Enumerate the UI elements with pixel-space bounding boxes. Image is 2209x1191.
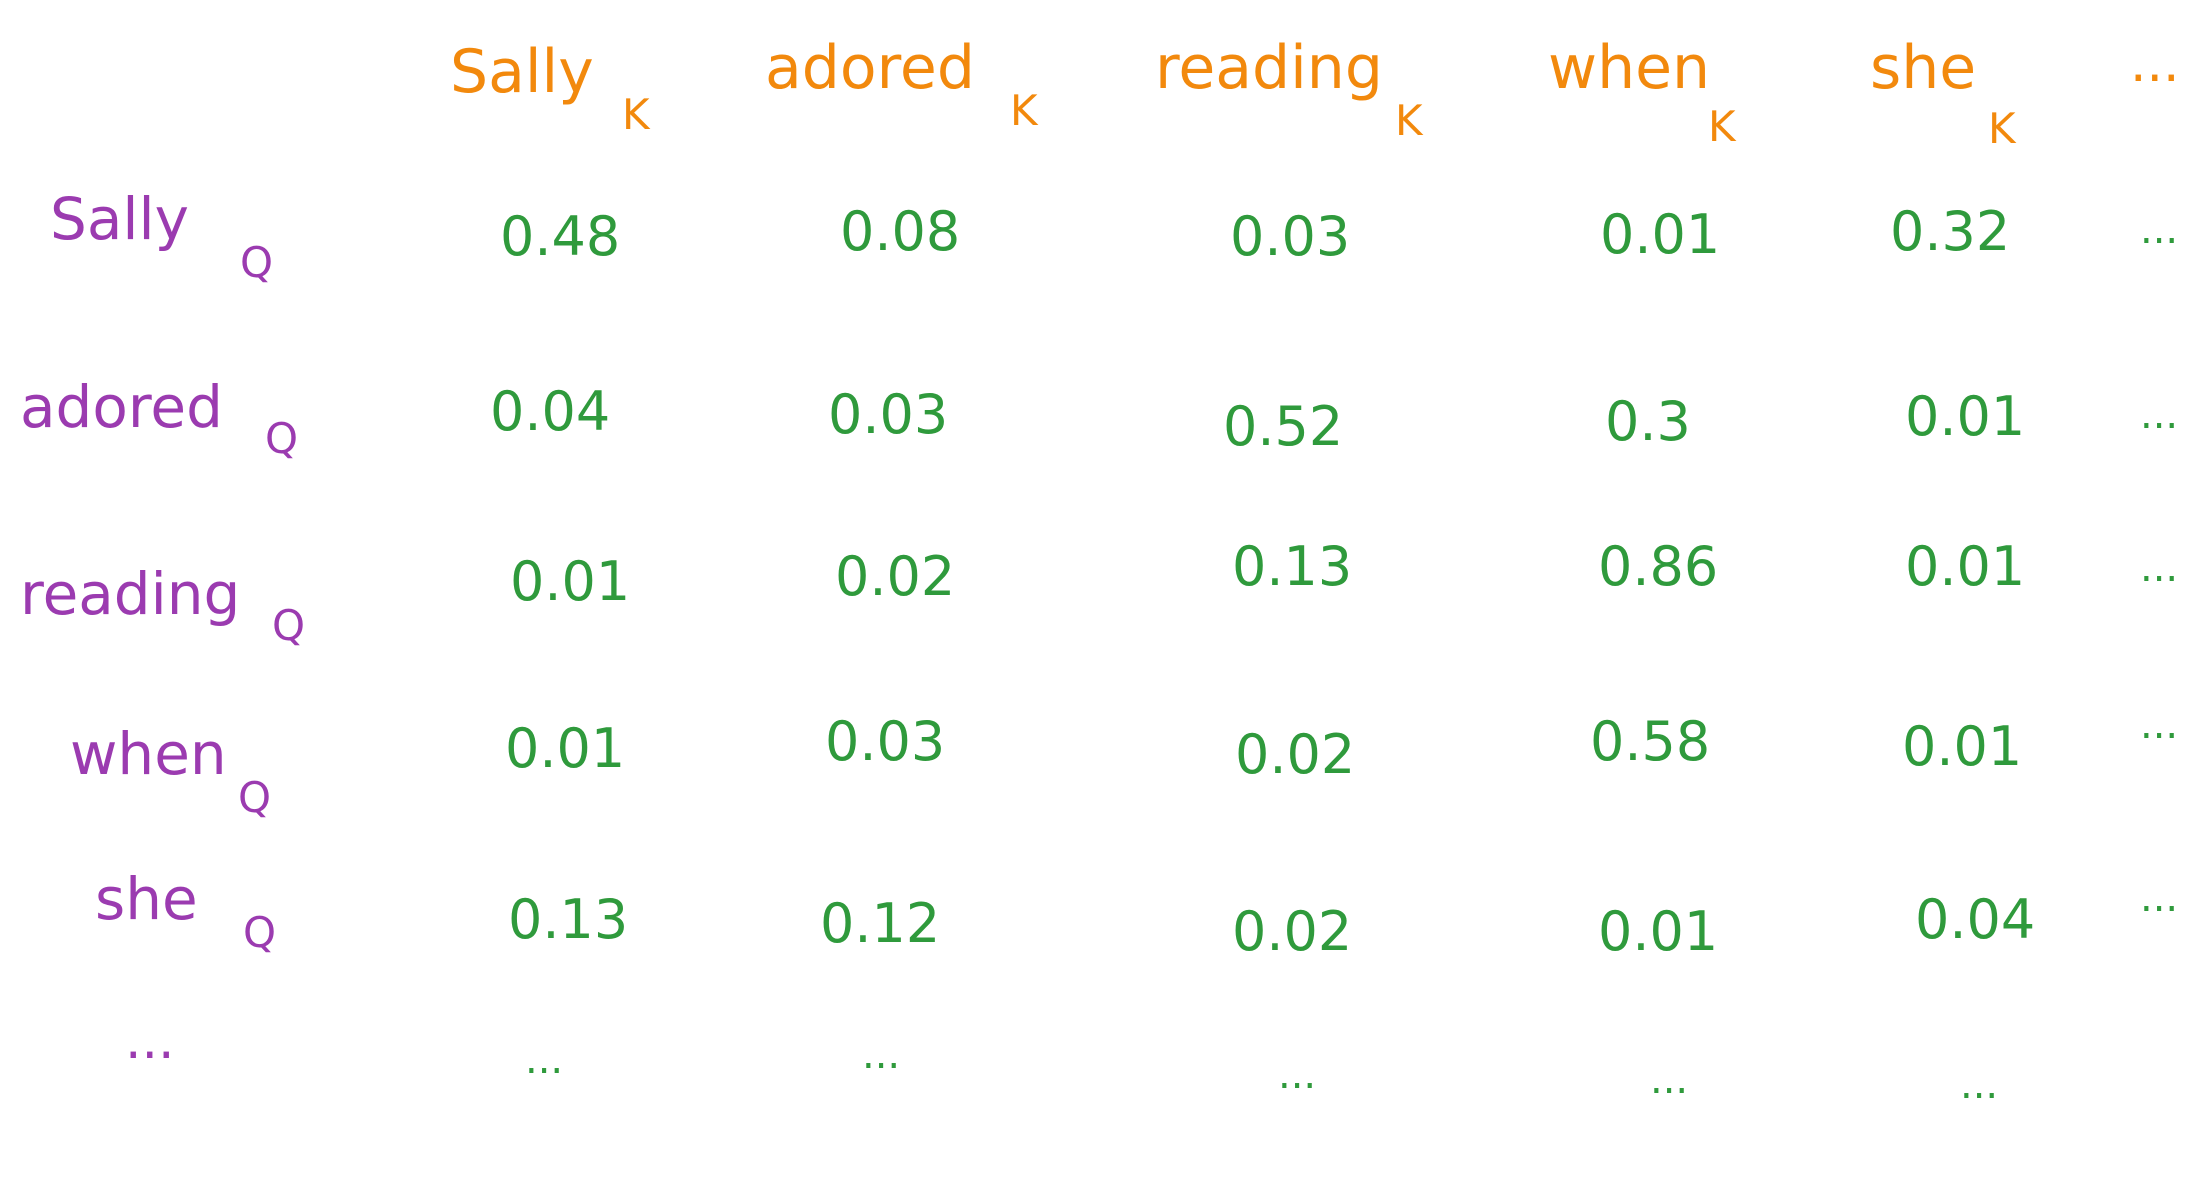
attention-score-ellipsis: ... xyxy=(1650,1057,1689,1103)
attention-score: 0.58 xyxy=(1590,710,1711,773)
key-word: adored xyxy=(765,33,975,103)
attention-score: 0.01 xyxy=(1600,203,1721,266)
attention-score: 0.01 xyxy=(510,550,631,613)
query-word: when xyxy=(70,720,227,788)
attention-score-ellipsis: ... xyxy=(1960,1062,1999,1108)
query-header-reading: reading Q xyxy=(20,565,305,647)
key-header-sally: Sally K xyxy=(450,42,650,136)
attention-score: 0.01 xyxy=(1905,385,2026,448)
query-word: Sally xyxy=(50,185,189,253)
query-subscript: Q xyxy=(272,601,306,650)
attention-score-ellipsis: ... xyxy=(1278,1052,1317,1098)
attention-score: 0.48 xyxy=(500,205,621,268)
attention-score-ellipsis: ... xyxy=(862,1032,901,1078)
query-word: she xyxy=(95,865,198,933)
key-header-ellipsis: ... xyxy=(2130,34,2180,94)
key-header-reading: reading K xyxy=(1155,38,1423,142)
query-word: adored xyxy=(20,373,223,441)
attention-score: 0.01 xyxy=(1902,715,2023,778)
attention-score: 0.13 xyxy=(508,888,629,951)
attention-score: 0.03 xyxy=(825,710,946,773)
key-word: reading xyxy=(1155,33,1383,103)
attention-score-ellipsis: ... xyxy=(2140,702,2179,748)
query-subscript: Q xyxy=(243,908,277,957)
attention-score: 0.86 xyxy=(1598,535,1719,598)
attention-score-ellipsis: ... xyxy=(2140,545,2179,591)
attention-score: 0.32 xyxy=(1890,200,2011,263)
key-word: when xyxy=(1548,33,1711,103)
key-header-when: when K xyxy=(1548,38,1736,148)
attention-score: 0.08 xyxy=(840,200,961,263)
query-header-ellipsis: ... xyxy=(125,1011,175,1071)
attention-score: 0.02 xyxy=(1232,900,1353,963)
attention-score-ellipsis: ... xyxy=(525,1037,564,1083)
query-header-adored: adored Q xyxy=(20,378,298,460)
query-subscript: Q xyxy=(240,238,274,287)
query-word: reading xyxy=(20,560,241,628)
attention-score-ellipsis: ... xyxy=(2140,207,2179,253)
attention-score: 0.3 xyxy=(1605,390,1691,453)
key-subscript: K xyxy=(1708,102,1736,151)
query-header-when: when Q xyxy=(70,725,271,819)
attention-score: 0.52 xyxy=(1223,395,1344,458)
query-header-she: she Q xyxy=(95,870,276,954)
attention-score: 0.03 xyxy=(1230,205,1351,268)
query-header-sally: Sally Q xyxy=(50,190,273,284)
query-subscript: Q xyxy=(265,414,299,463)
query-subscript: Q xyxy=(238,773,272,822)
key-header-adored: adored K xyxy=(765,38,1038,132)
key-subscript: K xyxy=(622,90,650,139)
attention-score: 0.02 xyxy=(1235,723,1356,786)
attention-score: 0.01 xyxy=(1905,535,2026,598)
attention-score: 0.02 xyxy=(835,545,956,608)
attention-score: 0.13 xyxy=(1232,535,1353,598)
attention-score: 0.01 xyxy=(505,717,626,780)
attention-score: 0.04 xyxy=(1915,888,2036,951)
key-word: she xyxy=(1870,33,1977,103)
attention-score: 0.12 xyxy=(820,892,941,955)
attention-score: 0.03 xyxy=(828,383,949,446)
key-subscript: K xyxy=(1988,104,2016,153)
key-word: Sally xyxy=(450,37,594,107)
attention-score-ellipsis: ... xyxy=(2140,875,2179,921)
key-header-she: she K xyxy=(1870,38,2016,150)
attention-score-ellipsis: ... xyxy=(2140,392,2179,438)
key-subscript: K xyxy=(1395,96,1423,145)
attention-score: 0.04 xyxy=(490,380,611,443)
attention-score: 0.01 xyxy=(1598,900,1719,963)
key-subscript: K xyxy=(1010,86,1038,135)
